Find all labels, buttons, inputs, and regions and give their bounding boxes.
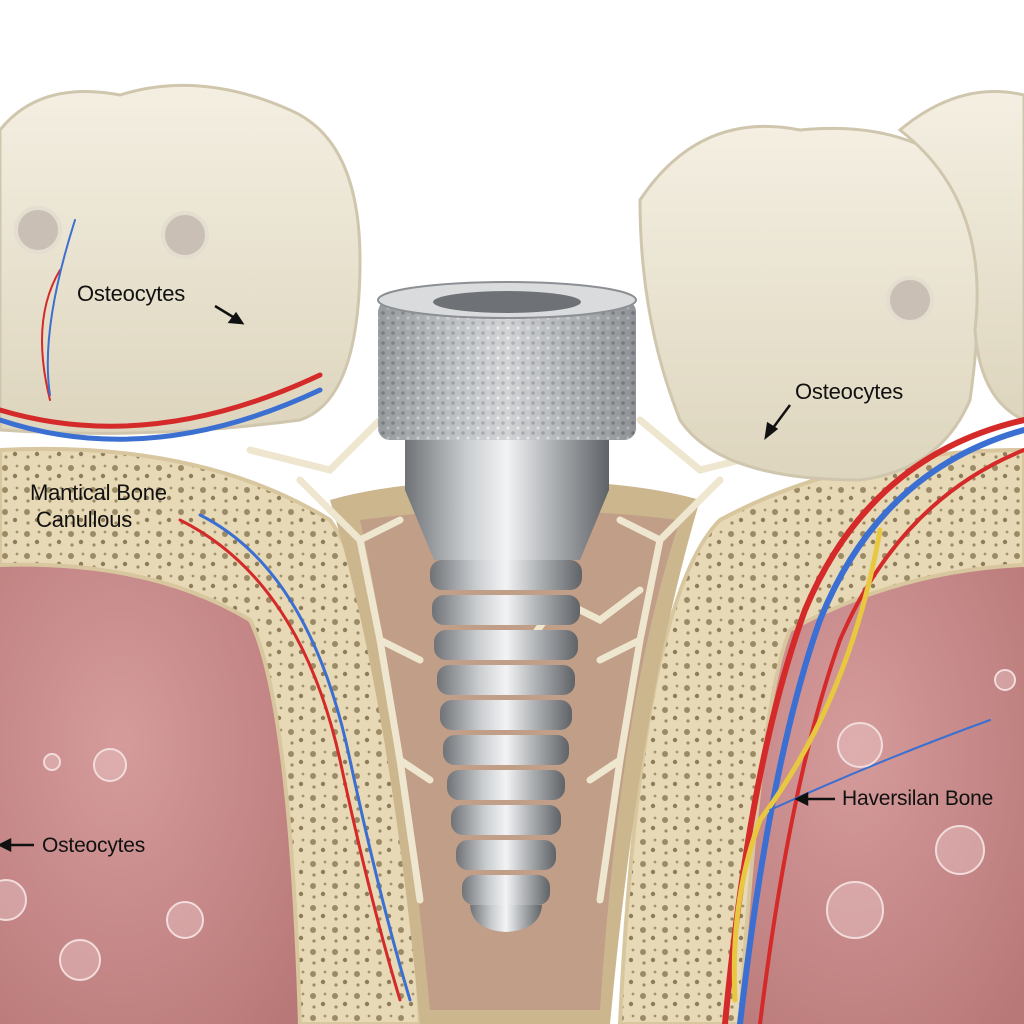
gum-tissue-right bbox=[740, 560, 1024, 1024]
tooth-left bbox=[0, 83, 362, 435]
gum-tissue-left bbox=[0, 556, 300, 1024]
blood-vessels bbox=[0, 219, 1024, 1024]
label-osteocytes-top-right: Osteocytes bbox=[795, 379, 904, 404]
implant-threads bbox=[430, 560, 582, 932]
bone-right bbox=[617, 447, 1024, 1024]
droplets bbox=[0, 669, 1016, 981]
label-arrows bbox=[0, 304, 835, 853]
label-osteocytes-top-left: Osteocytes bbox=[77, 281, 186, 306]
label-haversilan-bone: Haversilan Bone bbox=[842, 787, 994, 810]
tooth-right bbox=[638, 90, 1024, 482]
label-canullous: Canullous bbox=[36, 507, 133, 532]
dental-implant bbox=[377, 281, 637, 932]
label-mantical-bone: Mantical Bone bbox=[30, 480, 167, 505]
label-osteocytes-bottom-left: Osteocytes bbox=[42, 834, 146, 857]
